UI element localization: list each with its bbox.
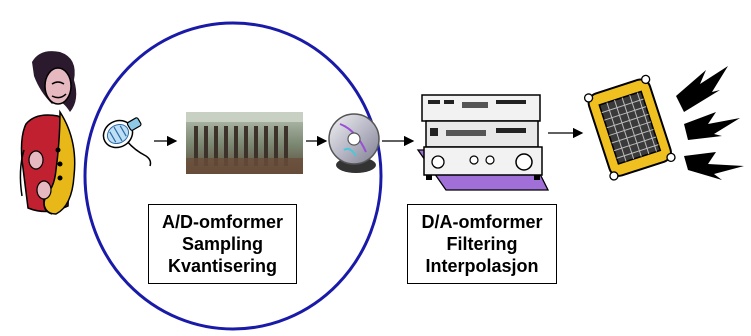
stereo-system-icon (416, 94, 550, 191)
ad-box-line-2: Sampling (181, 234, 263, 254)
microphone-icon (102, 117, 152, 167)
loudspeaker-icon (583, 66, 744, 181)
da-box-line-3: Interpolasjon (425, 256, 539, 276)
saxophone-player-icon (19, 51, 77, 215)
da-box-line-1: D/A-omformer (421, 212, 543, 232)
compact-disc-icon (328, 113, 380, 173)
da-converter-label-box: D/A-omformer Filtering Interpolasjon (407, 204, 557, 284)
ad-circle (83, 21, 383, 331)
mixing-console-icon (186, 112, 303, 174)
ad-box-line-3: Kvantisering (167, 256, 278, 276)
da-box-line-2: Filtering (446, 234, 518, 254)
ad-converter-label-box: A/D-omformer Sampling Kvantisering (148, 204, 297, 284)
ad-box-line-1: A/D-omformer (161, 212, 283, 232)
